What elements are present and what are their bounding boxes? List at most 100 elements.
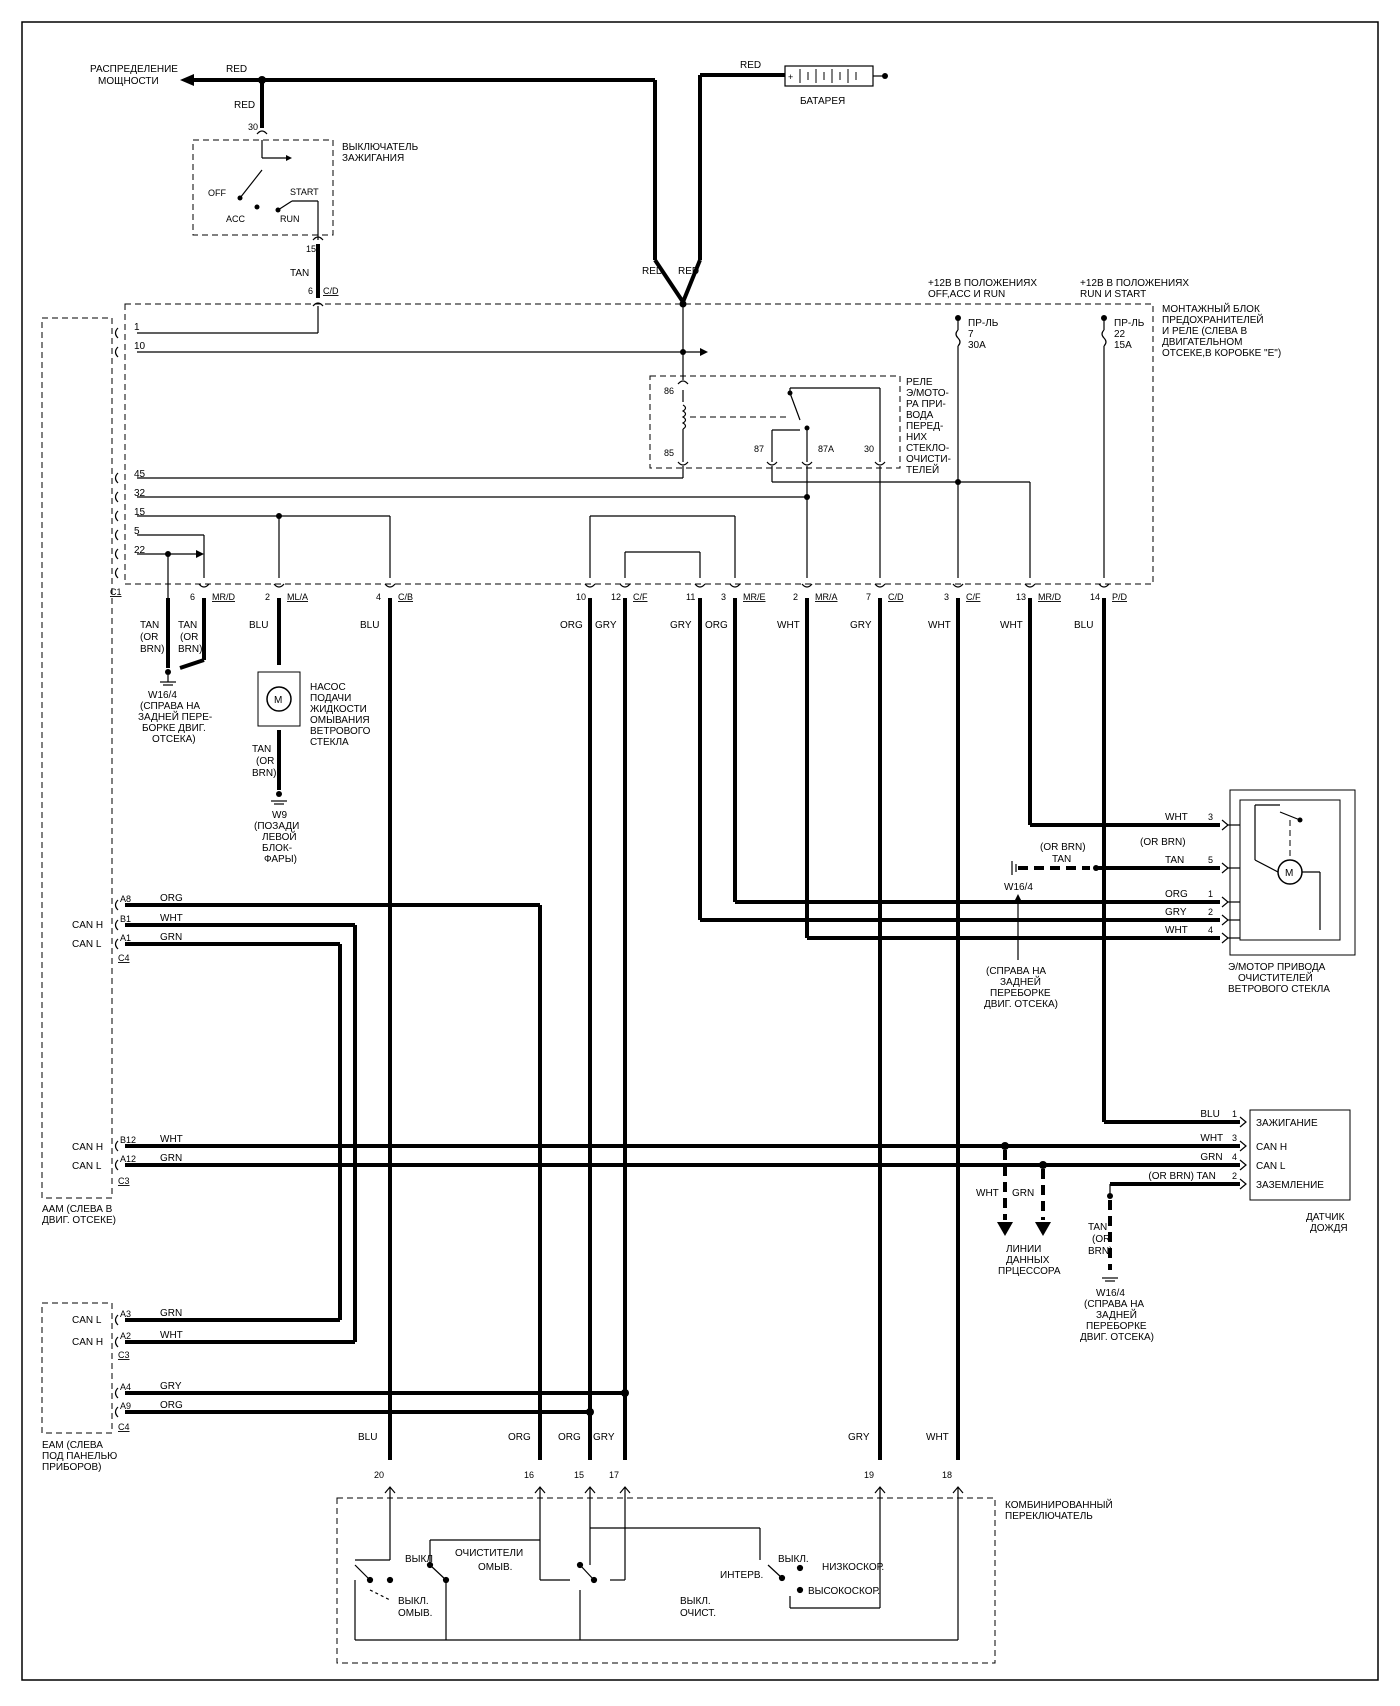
rain-row-name: ЗАЖИГАНИЕ bbox=[1256, 1118, 1318, 1129]
combo-pin-wire: ORG bbox=[508, 1432, 531, 1443]
combo-pin-number: 19 bbox=[864, 1470, 874, 1480]
connector-terminal bbox=[114, 899, 119, 911]
combo-pin-number: 15 bbox=[574, 1470, 584, 1480]
ignition-acc: ACC bbox=[226, 214, 246, 224]
arrow-left-icon bbox=[180, 74, 194, 86]
rain-row-pin: 2 bbox=[1232, 1171, 1237, 1181]
relay-coil-icon bbox=[681, 404, 687, 430]
relay-label-9: ТЕЛЕЙ bbox=[906, 463, 939, 476]
arrow-down-icon bbox=[997, 1222, 1013, 1236]
bottom-pin-wire-color: WHT bbox=[1000, 620, 1023, 631]
rain-row-pin: 3 bbox=[1232, 1133, 1237, 1143]
combo-pin-wire: GRY bbox=[593, 1432, 615, 1443]
rain-gnd-wire-1: TAN bbox=[1088, 1222, 1107, 1233]
connector-terminal bbox=[1024, 583, 1036, 588]
gnd-left-wire-6: BRN) bbox=[178, 644, 202, 655]
ignition-off: OFF bbox=[208, 188, 226, 198]
washer-pump: M НАСОС ПОДАЧИ ЖИДКОСТИ ОМЫВАНИЯ ВЕТРОВО… bbox=[252, 671, 371, 865]
combo-high: ВЫСОКОСКОР. bbox=[808, 1586, 880, 1597]
connector-terminal bbox=[694, 583, 706, 588]
bottom-pin-number: 13 bbox=[1016, 592, 1026, 602]
eam-module: EAM (СЛЕВА ПОД ПАНЕЛЬЮ ПРИБОРОВ) CAN L C… bbox=[41, 1302, 629, 1473]
combo-label-1: КОМБИНИРОВАННЫЙ bbox=[1005, 1498, 1113, 1511]
bottom-pin-number: 7 bbox=[866, 592, 871, 602]
gnd-left-wire-4: TAN bbox=[178, 620, 197, 631]
connector-terminal bbox=[114, 1140, 119, 1152]
eam-wire: WHT bbox=[160, 1330, 183, 1341]
gnd-mid-label-1: W16/4 bbox=[1004, 882, 1033, 893]
ground-w16-mid: (OR BRN) TAN W16/4 (СПРАВА НА ЗАДНЕЙ ПЕР… bbox=[984, 842, 1220, 1010]
aam-label-1: AAM (СЛЕВА В bbox=[42, 1204, 113, 1215]
connector-terminal bbox=[1239, 1140, 1247, 1152]
combo-low: НИЗКОСКОР. bbox=[822, 1562, 884, 1573]
pump-label-2: ПОДАЧИ bbox=[310, 693, 351, 704]
bottom-pin-number: 3 bbox=[944, 592, 949, 602]
motor-icon bbox=[266, 686, 292, 712]
combo-wash-1: ОЧИСТИТЕЛИ bbox=[455, 1548, 523, 1559]
ignition-conn-pin: 6 bbox=[308, 286, 313, 296]
fuse-icon bbox=[1101, 329, 1107, 347]
bottom-pin-connector: C/D bbox=[888, 592, 904, 602]
connector-terminal bbox=[1221, 896, 1229, 908]
bottom-pin-wire-color: ORG bbox=[705, 620, 728, 631]
connector-terminal bbox=[114, 1406, 119, 1418]
gnd-mid-wire-2: TAN bbox=[1052, 854, 1071, 865]
rain-row-pin: 4 bbox=[1232, 1152, 1237, 1162]
bottom-pin-number: 4 bbox=[376, 592, 381, 602]
wiper-row-wire: ORG bbox=[1165, 889, 1188, 900]
combo-vykl2: ВЫКЛ. bbox=[778, 1554, 809, 1565]
gnd-mid-label-3: ЗАДНЕЙ bbox=[1000, 975, 1041, 988]
wiper-row-pin: 3 bbox=[1208, 812, 1213, 822]
eam-can-h: CAN H bbox=[72, 1337, 103, 1348]
ignition-start: START bbox=[290, 187, 319, 197]
connector-terminal bbox=[114, 938, 119, 950]
relay-label-2: Э/МОТО- bbox=[906, 388, 949, 399]
connector-terminal bbox=[1239, 1159, 1247, 1171]
ignition-wire-tan: TAN bbox=[290, 268, 309, 279]
data-lines-label-3: ПРЦЕССОРА bbox=[998, 1266, 1061, 1277]
aam-pin: A1 bbox=[120, 933, 131, 943]
supply1-line1: +12В В ПОЛОЖЕНИЯХ bbox=[928, 278, 1037, 289]
aam-conn-c4: C4 bbox=[118, 953, 130, 963]
rain-gnd-label-2: (СПРАВА НА bbox=[1084, 1299, 1144, 1310]
combo-pin-number: 16 bbox=[524, 1470, 534, 1480]
pump-label-5: ВЕТРОВОГО bbox=[310, 726, 371, 737]
rain-gnd-label-1: W16/4 bbox=[1096, 1288, 1125, 1299]
aam-can-h-2: CAN H bbox=[72, 1142, 103, 1153]
bottom-pin-number: 10 bbox=[576, 592, 586, 602]
rain-row-name: ЗАЗЕМЛЕНИЕ bbox=[1256, 1180, 1324, 1191]
gnd-left-wire-3: BRN) bbox=[140, 644, 164, 655]
combo-vykl-wash-1: ВЫКЛ. bbox=[398, 1596, 429, 1607]
ignition-run: RUN bbox=[280, 214, 300, 224]
gnd-mid-label-2: (СПРАВА НА bbox=[986, 966, 1046, 977]
fuse-left-pin-15: 15 bbox=[134, 507, 146, 518]
pump-gnd-4: БЛОК- bbox=[262, 843, 292, 854]
connector-terminal bbox=[1098, 583, 1110, 588]
ground-w16-left: TAN (OR BRN) TAN (OR BRN) W16/4 (СПРАВА … bbox=[138, 620, 212, 745]
rain-gnd-label-5: ДВИГ. ОТСЕКА) bbox=[1080, 1332, 1154, 1343]
bottom-pin-connector: C/F bbox=[966, 592, 981, 602]
bottom-pin-connector: C/F bbox=[633, 592, 648, 602]
aam-wire: WHT bbox=[160, 1134, 183, 1145]
wiper-row-pin: 4 bbox=[1208, 925, 1213, 935]
rain-gnd-label-4: ПЕРЕБОРКЕ bbox=[1086, 1321, 1147, 1332]
rain-sensor: ДАТЧИК ДОЖДЯ TAN (OR BRN) W16/4 (СПРАВА … bbox=[1080, 1109, 1351, 1343]
battery-wire-red: RED bbox=[740, 60, 761, 71]
connector-terminal bbox=[114, 1159, 119, 1171]
gnd-left-wire-1: TAN bbox=[140, 620, 159, 631]
eam-can-l: CAN L bbox=[72, 1315, 102, 1326]
aam-pin: B12 bbox=[120, 1135, 136, 1145]
combo-label-2: ПЕРЕКЛЮЧАТЕЛЬ bbox=[1005, 1511, 1093, 1522]
fuse-box-title-1: МОНТАЖНЫЙ БЛОК bbox=[1162, 302, 1260, 315]
connector-terminal bbox=[801, 583, 813, 588]
wiper-row-wire: TAN bbox=[1165, 855, 1184, 866]
bottom-pin-wire-color: GRY bbox=[670, 620, 692, 631]
eam-wire: GRY bbox=[160, 1381, 182, 1392]
eam-wire: GRN bbox=[160, 1308, 182, 1319]
gnd-left-label-5: ОТСЕКА) bbox=[152, 734, 196, 745]
aam-can-h-1: CAN H bbox=[72, 920, 103, 931]
